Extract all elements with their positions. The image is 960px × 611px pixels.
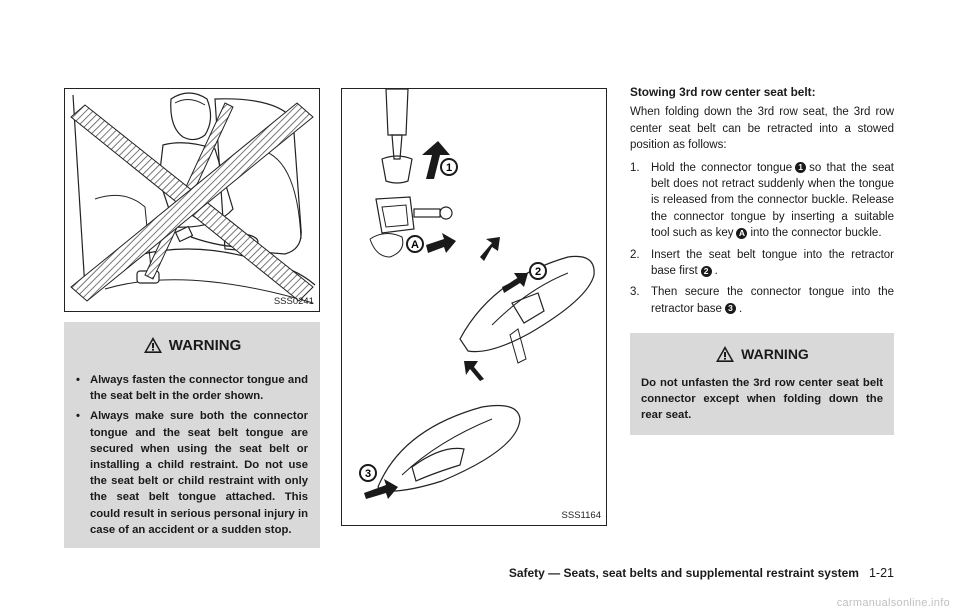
- page-number: 1-21: [868, 566, 894, 580]
- warning-header: WARNING: [630, 345, 894, 363]
- step-number: 2.: [630, 248, 640, 261]
- warning-icon: [143, 337, 162, 353]
- figure-stowing-seatbelt: 1 A 2 3 SSS1164: [341, 88, 607, 526]
- seatbelt-incorrect-illustration: [70, 92, 316, 304]
- callout-A: A: [411, 239, 419, 251]
- warning-list: Always fasten the connector tongue and t…: [74, 372, 308, 538]
- footer-section-title: Safety — Seats, seat belts and supplemen…: [508, 566, 859, 580]
- warning-title: WARNING: [168, 336, 242, 354]
- watermark: carmanualsonline.info: [836, 597, 950, 609]
- warning-item: Always fasten the connector tongue and t…: [74, 372, 308, 404]
- warning-header: WARNING: [64, 336, 320, 354]
- callout-marker: A: [736, 227, 748, 239]
- step-item: 2. Insert the seat belt tongue into the …: [630, 247, 894, 280]
- warning-text: Do not unfasten the 3rd row center seat …: [641, 377, 883, 421]
- warning-box: WARNING Always fasten the connector tong…: [64, 322, 320, 548]
- callout-marker: 1: [795, 162, 807, 174]
- warning-item: Always make sure both the connector tong…: [74, 408, 308, 538]
- stowing-section: Stowing 3rd row center seat belt: When f…: [630, 84, 894, 322]
- step-number: 3.: [630, 286, 640, 299]
- warning-box: WARNING Do not unfasten the 3rd row cent…: [630, 333, 894, 435]
- callout-marker: 3: [724, 303, 736, 315]
- step-text: so that the seat belt does not retract s…: [651, 161, 895, 240]
- figure-code: SSS1164: [561, 510, 601, 521]
- step-number: 1.: [630, 161, 640, 174]
- warning-title: WARNING: [741, 346, 809, 362]
- section-intro: When folding down the 3rd row seat, the …: [630, 106, 894, 152]
- step-text: Then secure the connector tongue into th…: [651, 286, 894, 315]
- step-text: Hold the connector tongue: [651, 161, 793, 174]
- callout-2: 2: [535, 266, 541, 278]
- callout-marker: 2: [700, 265, 712, 277]
- step-item: 3. Then secure the connector tongue into…: [630, 284, 894, 317]
- callout-3: 3: [365, 468, 371, 480]
- step-text: .: [738, 302, 743, 315]
- page-footer: Safety — Seats, seat belts and supplemen…: [509, 566, 894, 580]
- warning-icon: [716, 346, 735, 362]
- step-text: Insert the seat belt tongue into the ret…: [651, 248, 894, 278]
- step-text: .: [714, 265, 718, 278]
- figure-seatbelt-incorrect: SSS0241: [64, 88, 320, 312]
- stowing-seatbelt-illustration: 1 A 2 3: [359, 89, 595, 499]
- callout-1: 1: [446, 162, 452, 174]
- step-text: into the connector buckle.: [750, 227, 882, 240]
- figure-code: SSS0241: [273, 296, 314, 307]
- section-heading: Stowing 3rd row center seat belt:: [630, 85, 816, 99]
